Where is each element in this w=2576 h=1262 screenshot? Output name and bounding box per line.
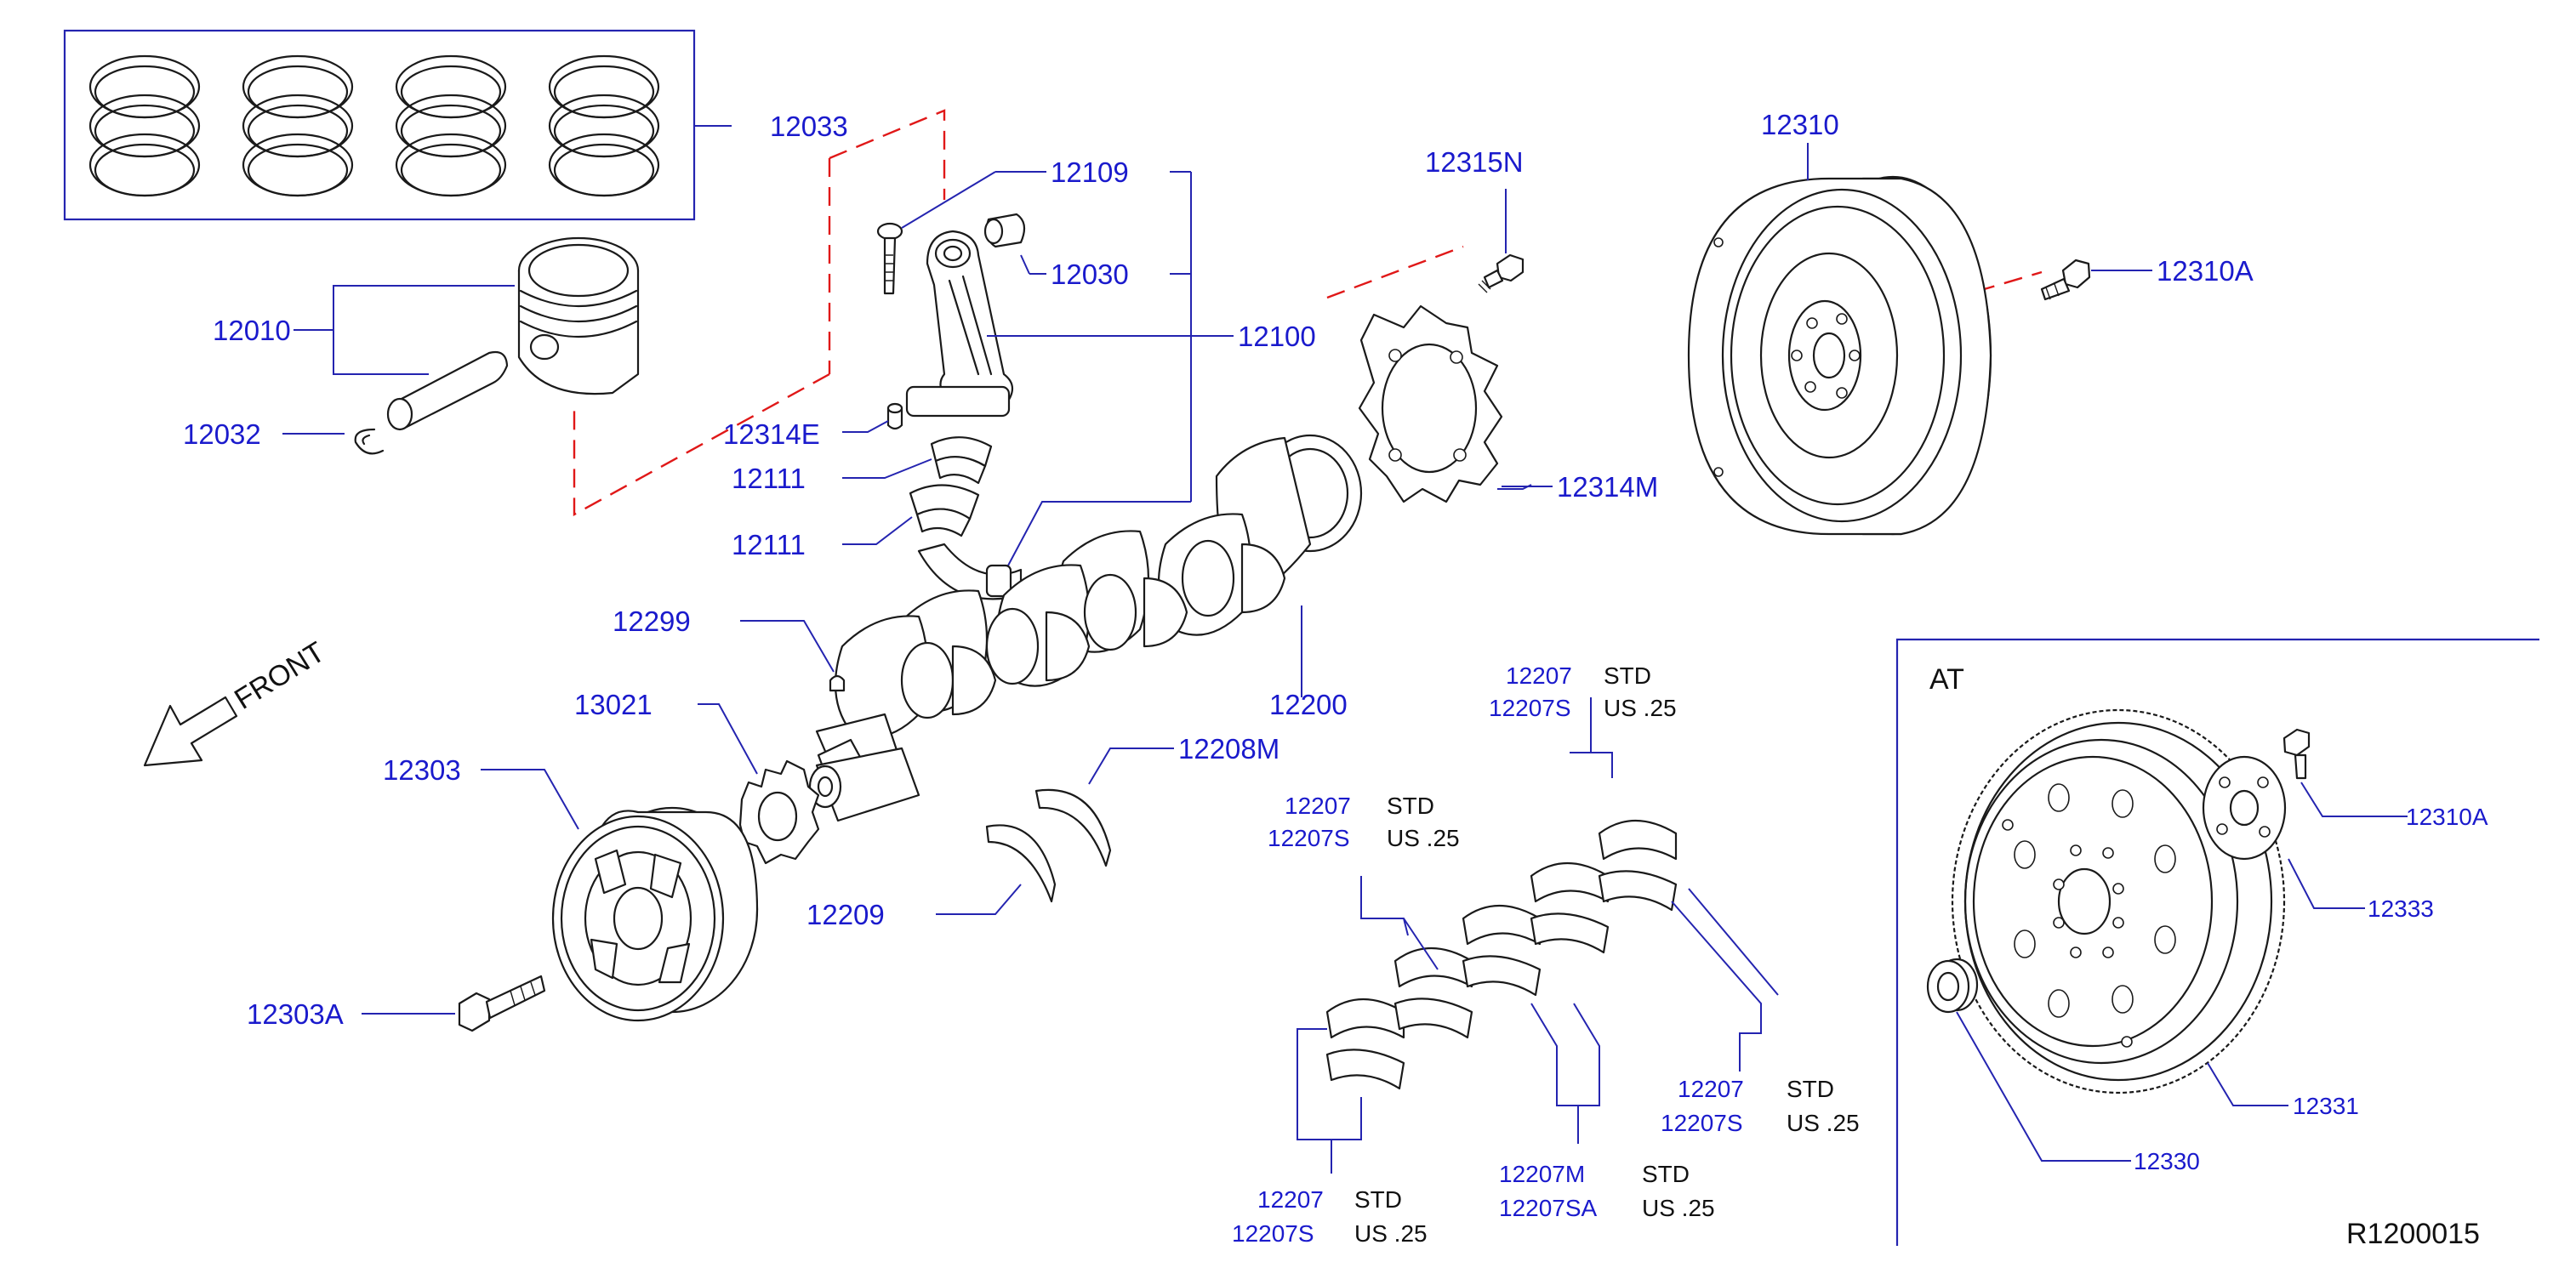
callout-12310A: 12310A [2157, 255, 2254, 287]
bearing-group-4: 12207 12207S STD US .25 [1232, 1028, 1428, 1247]
group3-us: US .25 [1787, 1110, 1860, 1136]
group4-part: 12207 [1257, 1186, 1324, 1213]
group2-us: US .25 [1604, 695, 1677, 721]
spacer-ring [1926, 958, 1979, 1014]
group1-part-s: 12207S [1268, 825, 1350, 851]
bearing-group-2: 12207 12207S STD US .25 [1489, 662, 1677, 778]
at-title: AT [1929, 663, 1964, 696]
callout-12200: 12200 [1269, 689, 1348, 720]
at-callout-12310A: 12310A [2406, 804, 2488, 830]
callout-12315N: 12315N [1425, 146, 1524, 178]
group4-part-s: 12207S [1232, 1220, 1314, 1247]
callout-12299: 12299 [613, 605, 691, 637]
callout-12010: 12010 [213, 315, 291, 346]
group2-part-s: 12207S [1489, 695, 1571, 721]
group1-std: STD [1387, 793, 1434, 819]
reinforcement-plate [2202, 755, 2287, 861]
at-section: AT 12331 [1895, 638, 2539, 1246]
drive-plate-bolt [2282, 728, 2311, 780]
connecting-rod-cap [917, 543, 1023, 600]
main-bearing-4 [1530, 862, 1610, 954]
callout-12314E: 12314E [723, 418, 820, 450]
group1-part: 12207 [1285, 793, 1351, 819]
callout-12033: 12033 [770, 111, 848, 142]
front-label: FRONT [229, 636, 330, 716]
drive-plate [1951, 708, 2286, 1094]
piston-ring-box [63, 29, 732, 221]
at-callout-12331: 12331 [2293, 1093, 2359, 1119]
snap-ring [354, 428, 385, 455]
callout-12303A: 12303A [247, 998, 344, 1030]
rod-bolt [876, 222, 903, 295]
group5-std: STD [1642, 1161, 1690, 1187]
crankshaft [808, 434, 1363, 822]
group4-std: STD [1354, 1186, 1402, 1213]
at-callout-12330: 12330 [2134, 1148, 2200, 1174]
callout-12111-upper: 12111 [732, 463, 806, 494]
callout-12209: 12209 [806, 899, 885, 930]
main-bearing-1 [1325, 998, 1405, 1090]
group5-us: US .25 [1642, 1195, 1715, 1221]
callout-12030: 12030 [1051, 259, 1129, 290]
crankshaft-sprocket [738, 759, 820, 865]
at-callout-12333: 12333 [2368, 895, 2434, 922]
group3-part-s: 12207S [1661, 1110, 1743, 1136]
main-bearing-5 [1598, 820, 1678, 912]
flywheel [1687, 175, 1992, 536]
group3-part: 12207 [1678, 1076, 1744, 1102]
signal-plate-bolt [1478, 253, 1525, 293]
small-end-bushing [983, 213, 1026, 248]
piston [517, 236, 640, 395]
group1-us: US .25 [1387, 825, 1460, 851]
pulley-bolt [458, 975, 546, 1032]
connecting-rod-bearing-upper [930, 436, 993, 485]
signal-plate [1358, 304, 1503, 503]
front-arrow-icon [143, 696, 238, 767]
connecting-rod-bearing-lower [909, 484, 980, 537]
piston-ring-set [88, 54, 660, 197]
thrust-washer-upper [1034, 788, 1112, 867]
flywheel-bolt [2040, 259, 2091, 301]
callout-12109: 12109 [1051, 156, 1129, 188]
callout-12310: 12310 [1761, 109, 1839, 140]
bearing-group-5: 12207M 12207SA STD US .25 [1499, 1003, 1715, 1221]
callout-12111-lower: 12111 [732, 529, 806, 560]
group4-us: US .25 [1354, 1220, 1428, 1247]
callout-12314M: 12314M [1557, 471, 1658, 503]
dowel-pin [886, 402, 903, 430]
bearing-group-3: 12207 12207S STD US .25 [1661, 888, 1860, 1136]
group2-std: STD [1604, 662, 1651, 689]
bearing-group-1: 12207 12207S STD US .25 [1268, 793, 1460, 970]
thrust-washer-lower [985, 824, 1057, 903]
group5-part-s: 12207SA [1499, 1195, 1598, 1221]
group5-part: 12207M [1499, 1161, 1585, 1187]
main-bearing-set [1325, 820, 1678, 1090]
callout-12208M: 12208M [1178, 733, 1279, 765]
group2-part: 12207 [1506, 662, 1572, 689]
crankshaft-pulley [551, 806, 759, 1022]
piston-pin [386, 350, 509, 431]
group3-std: STD [1787, 1076, 1834, 1102]
connecting-rod [905, 230, 1014, 418]
main-bearing-3 [1462, 905, 1542, 997]
figure-id: R1200015 [2346, 1218, 2480, 1250]
callout-12303: 12303 [383, 754, 461, 786]
main-bearing-2 [1393, 947, 1473, 1039]
callout-12032: 12032 [183, 418, 261, 450]
woodruff-key [829, 674, 846, 692]
callout-12100: 12100 [1238, 321, 1316, 352]
callout-13021: 13021 [574, 689, 653, 720]
